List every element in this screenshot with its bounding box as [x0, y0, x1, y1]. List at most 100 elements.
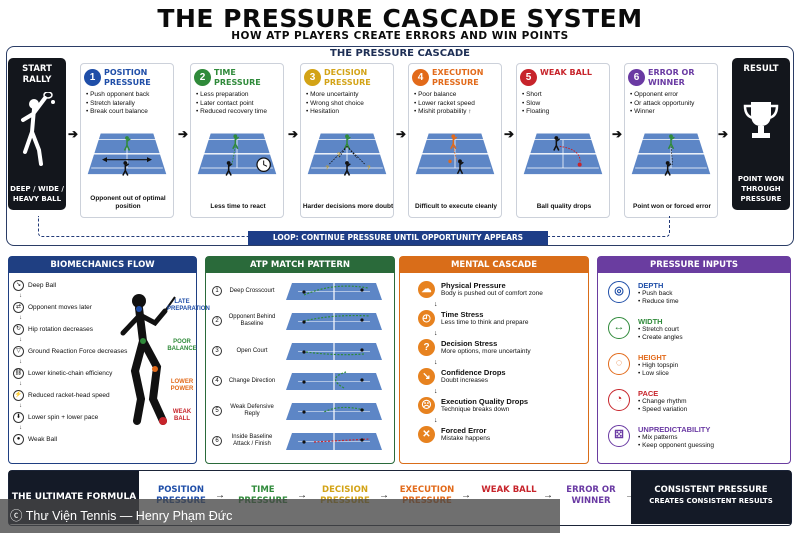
- sad-face-icon: ☹: [418, 397, 435, 414]
- question-icon: ?: [418, 339, 435, 356]
- mental-step-title: Confidence Drops: [441, 368, 506, 377]
- mental-step-sub: Mistake happens: [441, 435, 491, 442]
- stage-outcome: Opponent out of optimal position: [90, 195, 166, 210]
- target-icon: ◎: [608, 281, 630, 303]
- bio-item: ⇄Opponent moves later: [13, 301, 123, 314]
- mental-step-title: Execution Quality Drops: [441, 397, 529, 406]
- stage-number-badge: 5: [520, 69, 537, 86]
- bio-step-text: Ground Reaction Force decreases: [28, 348, 128, 355]
- mini-court-diagram: [286, 433, 382, 450]
- stage-title: DECISION PRESSURE: [324, 68, 371, 87]
- pressure-input-bullet: Keep opponent guessing: [638, 442, 714, 450]
- stage-bullet: Lower racket speed: [414, 100, 499, 109]
- pressure-input-bullet: High topspin: [638, 362, 678, 370]
- arrow-icon: ➔: [178, 127, 189, 141]
- pressure-input-text: PACEChange rhythmSpeed variation: [638, 389, 687, 414]
- stage-bullet: Or attack opportunity: [630, 100, 715, 109]
- mini-court-diagram: [286, 283, 382, 300]
- speedometer-icon: ◔: [608, 389, 630, 411]
- page-subtitle: HOW ATP PLAYERS CREATE ERRORS AND WIN PO…: [231, 30, 569, 42]
- stage-bullet-list: ShortSlowFloating: [517, 90, 609, 128]
- mental-step-sub: More options, more uncertainty: [441, 348, 531, 355]
- pressure-input-bullet: Change rhythm: [638, 398, 687, 406]
- pressure-input-bullet: Stretch court: [638, 326, 683, 334]
- mental-step-sub: Body is pushed out of comfort zone: [441, 290, 543, 297]
- stage-title: POSITION PRESSURE: [104, 68, 151, 87]
- down-arrow-icon: ↓: [19, 359, 22, 365]
- formula-result-sub: CREATES CONSISTENT RESULTS: [649, 497, 773, 505]
- arrow-icon: →: [297, 490, 307, 501]
- stage-bullet: Poor balance: [414, 91, 499, 100]
- cascade-label: THE PRESSURE CASCADE: [320, 48, 480, 59]
- arrow-icon: →: [215, 490, 225, 501]
- mini-court-diagram: [286, 343, 382, 360]
- pressure-input-title: DEPTH: [638, 281, 664, 290]
- stage-bullet: Mishit probability ↑: [414, 108, 499, 117]
- cascade-frame: [6, 46, 794, 246]
- bio-item: ↻Hip rotation decreases: [13, 323, 123, 336]
- pressure-input-text: DEPTHPush backReduce time: [638, 281, 679, 306]
- start-rally-box: START RALLY DEEP / WIDE / HEAVY BALL: [8, 58, 66, 210]
- bio-step-text: Opponent moves later: [28, 304, 92, 311]
- stage-number-badge: 2: [194, 69, 211, 86]
- arrow-icon: →: [379, 490, 389, 501]
- stage-bullet: Floating: [522, 108, 607, 117]
- stage-bullet-list: Opponent errorOr attack opportunityWinne…: [625, 90, 717, 128]
- dice-icon: ⚄: [608, 425, 630, 447]
- bio-item: ●Weak Ball: [13, 433, 123, 446]
- stage-bullet: Stretch laterally: [86, 100, 171, 109]
- stage-outcome: Difficult to execute cleanly: [415, 203, 497, 210]
- down-arrow-icon: ↓: [19, 337, 22, 343]
- mental-step-sub: Technique breaks down: [441, 406, 510, 413]
- court-winner: [630, 132, 712, 176]
- stage-bullet: Later contact point: [196, 100, 281, 109]
- stage-bullet: Short: [522, 91, 607, 100]
- svg-text:?: ?: [325, 166, 329, 172]
- pattern-step-number: 5: [212, 406, 222, 416]
- pressure-inputs-panel: PRESSURE INPUTS ◎DEPTHPush backReduce ti…: [597, 256, 791, 464]
- stage-number-badge: 4: [412, 69, 429, 86]
- stage-number-badge: 1: [84, 69, 101, 86]
- panel-title: ATP MATCH PATTERN: [206, 257, 394, 273]
- stage-outcome: Ball quality drops: [536, 203, 592, 210]
- stage-title: EXECUTION PRESSURE: [432, 68, 484, 87]
- bio-step-icon: ↻: [13, 324, 24, 335]
- bio-item: ⬇Lower spin + lower pace: [13, 411, 123, 424]
- lower-power-label: LOWER POWER: [170, 379, 194, 392]
- arrow-icon: →: [461, 490, 471, 501]
- formula-step: WEAK BALL: [481, 485, 537, 495]
- pattern-step-number: 1: [212, 286, 222, 296]
- pattern-step-text: Weak Defensive Reply: [230, 404, 274, 417]
- pattern-step-number: 6: [212, 436, 222, 446]
- bio-step-text: Lower kinetic-chain efficiency: [28, 370, 113, 377]
- result-sub-label: POINT WON THROUGH PRESSURE: [737, 175, 785, 203]
- player-serving-icon: [21, 92, 55, 166]
- clock-icon: ◴: [418, 310, 435, 327]
- bio-step-icon: ⚡: [13, 390, 24, 401]
- pressure-input-bullet: Speed variation: [638, 406, 687, 414]
- clock-icon: [196, 132, 278, 176]
- bio-item: ⛓Lower kinetic-chain efficiency: [13, 367, 123, 380]
- pattern-step: 5 Weak Defensive Reply: [212, 399, 392, 423]
- header: THE PRESSURE CASCADE SYSTEM HOW ATP PLAY…: [0, 0, 800, 42]
- arrow-icon: ➔: [68, 127, 79, 141]
- stage-bullet: Break court balance: [86, 108, 171, 117]
- x-icon: ✕: [418, 426, 435, 443]
- bio-step-text: Lower spin + lower pace: [28, 414, 99, 421]
